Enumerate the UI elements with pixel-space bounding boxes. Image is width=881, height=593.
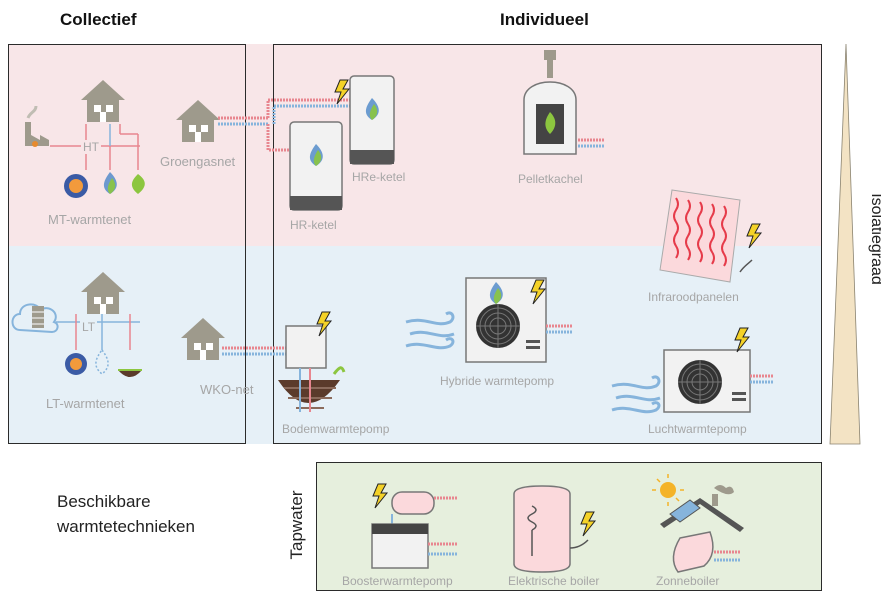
ht-label: HT bbox=[81, 140, 101, 154]
hr-boiler-illustration bbox=[289, 121, 343, 211]
ground-heat-pump-illustration bbox=[278, 311, 346, 412]
hybrid-heat-pump-illustration bbox=[404, 277, 572, 363]
ht-network-diagram bbox=[25, 80, 145, 198]
lt-network-diagram bbox=[11, 272, 142, 377]
lt-label: LT bbox=[80, 320, 98, 334]
air-heat-pump-illustration bbox=[610, 327, 774, 414]
gas-network-label: Groengasnet bbox=[160, 154, 236, 169]
hre-boiler-label: HRe-ketel bbox=[352, 170, 406, 184]
electric-boiler-illustration bbox=[513, 485, 596, 573]
solar-boiler-illustration bbox=[652, 474, 744, 573]
individual-header: Individueel bbox=[500, 10, 589, 29]
electric-boiler-label: Elektrische boiler bbox=[508, 574, 600, 588]
booster-label: Boosterwarmtepomp bbox=[342, 574, 453, 588]
individual-frame bbox=[273, 44, 822, 444]
ground-heat-pump-label: Bodemwarmtepomp bbox=[282, 422, 390, 436]
solar-boiler-label: Zonneboiler bbox=[656, 574, 720, 588]
collective-frame bbox=[8, 44, 246, 444]
pellet-stove-illustration bbox=[523, 50, 604, 155]
factory-icon bbox=[25, 105, 49, 147]
legend-title-line-2: warmtetechnieken bbox=[57, 517, 195, 536]
hr-boiler-label: HR-ketel bbox=[290, 218, 337, 232]
lt-network-label: LT-warmtenet bbox=[46, 396, 125, 411]
hre-boiler-illustration bbox=[334, 75, 395, 165]
air-heat-pump-label: Luchtwarmtepomp bbox=[648, 422, 747, 436]
tapwater-frame bbox=[316, 462, 822, 591]
hybrid-heat-pump-label: Hybride warmtepomp bbox=[440, 374, 555, 388]
wko-network-label: WKO-net bbox=[200, 382, 254, 397]
infrared-panels-label: Infraroodpanelen bbox=[648, 290, 739, 304]
collective-header: Collectief bbox=[60, 10, 137, 29]
legend-title-line-1: Beschikbare bbox=[57, 492, 151, 511]
datacenter-cloud-icon bbox=[11, 303, 59, 334]
mt-network-label: MT-warmtenet bbox=[48, 212, 132, 227]
wko-network-diagram bbox=[181, 318, 292, 360]
gas-network-diagram bbox=[176, 98, 352, 152]
pellet-stove-label: Pelletkachel bbox=[518, 172, 583, 186]
booster-heat-pump-illustration bbox=[371, 483, 458, 569]
infrared-panel-illustration bbox=[659, 189, 762, 283]
